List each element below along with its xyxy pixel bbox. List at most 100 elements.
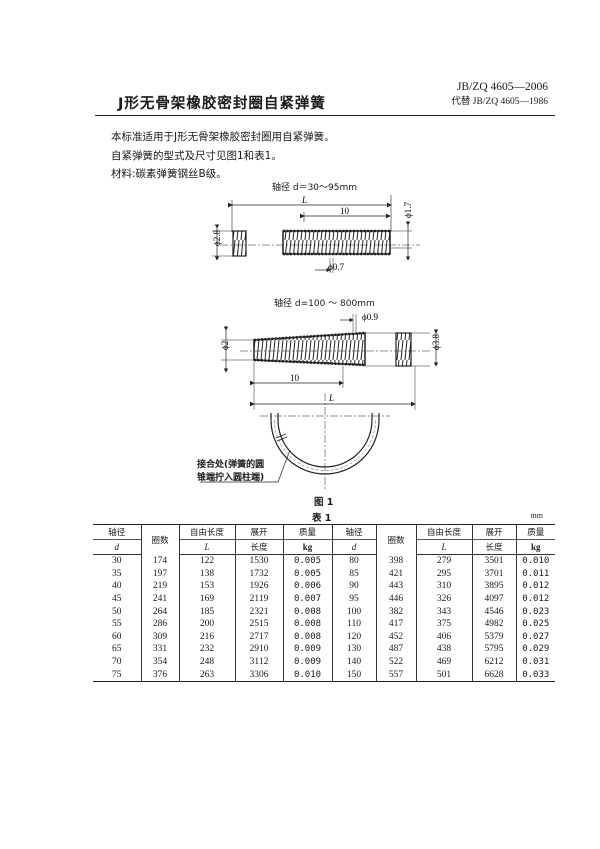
- table-cell: 343: [415, 605, 472, 618]
- table-cell: 0.031: [515, 655, 555, 669]
- table-cell: 382: [375, 605, 416, 618]
- header-mass-2: 质量: [515, 524, 555, 540]
- table-cell: 0.012: [515, 592, 555, 606]
- table-cell: 1926: [234, 580, 283, 593]
- table-cell: 6628: [471, 668, 516, 682]
- table-cell: 310: [415, 580, 472, 593]
- table-cell: 279: [415, 554, 472, 568]
- table-cell: 200: [178, 617, 235, 631]
- table-cell: 452: [375, 630, 416, 644]
- replaces-standard: 代替 JB/ZQ 4605—1986: [451, 97, 548, 107]
- table-cell: 216: [178, 630, 235, 644]
- table-subheader-row: d L 长度 kg d L 长度 kg: [93, 539, 555, 555]
- table-cell: 0.005: [282, 567, 332, 581]
- table-cell: 501: [415, 668, 472, 682]
- table-cell: 326: [415, 592, 472, 606]
- paragraph-scope: 本标准适用于J形无骨架橡胶密封圈用自紧弹簧。: [111, 131, 335, 143]
- table-cell: 354: [140, 655, 179, 669]
- table-cell: 0.025: [515, 617, 555, 631]
- table-cell: 2910: [234, 643, 283, 656]
- table-cell: 0.012: [515, 580, 555, 593]
- table-cell: 40: [112, 581, 122, 592]
- table-cell: 376: [140, 668, 179, 682]
- table-cell: 0.008: [282, 617, 332, 631]
- table-cell: 0.005: [282, 554, 332, 568]
- figure-label: 图 1: [314, 497, 334, 508]
- table-cell: 120: [331, 630, 376, 644]
- table-cell: 438: [415, 643, 472, 656]
- table-label: 表 1: [312, 513, 332, 524]
- table-cell: 0.008: [282, 605, 332, 618]
- table-cell: 110: [331, 617, 376, 631]
- table-cell: 65: [112, 644, 122, 655]
- table-cell: 331: [140, 643, 179, 656]
- svg-text:L: L: [301, 195, 307, 205]
- header-free-length-symbol-2: L: [415, 539, 472, 555]
- table-cell: 3501: [471, 554, 516, 568]
- header-free-length: 自由长度: [178, 524, 235, 540]
- table-cell: 85: [331, 567, 376, 581]
- table-cell: 197: [140, 567, 179, 581]
- svg-text:10: 10: [290, 373, 300, 383]
- table-cell: 0.011: [515, 567, 555, 581]
- svg-text:L: L: [328, 393, 334, 403]
- table-cell: 122: [178, 554, 235, 568]
- table-unit: mm: [530, 511, 543, 520]
- table-cell: 2321: [234, 605, 283, 618]
- header-mass: 质量: [282, 524, 332, 540]
- table-cell: 286: [140, 617, 179, 631]
- callout-line-1: 接合处(弹簧的圆: [197, 460, 265, 470]
- header-shaft-symbol-2: d: [331, 539, 376, 555]
- header-rule: [95, 115, 555, 116]
- top-spring-drawing: L 10 ϕ2.8 ϕ1.7 ϕ0.7: [212, 195, 420, 273]
- header-coils-2: 圈数: [375, 524, 416, 555]
- table-cell: 2515: [234, 617, 283, 631]
- table-cell: 90: [331, 580, 376, 593]
- table-cell: 398: [375, 554, 416, 568]
- paragraph-material: 材料:碳素弹簧钢丝B级。: [111, 168, 227, 180]
- table-cell: 5379: [471, 630, 516, 644]
- table-cell: 0.033: [515, 668, 555, 682]
- table-cell: 4546: [471, 605, 516, 618]
- paragraph-reference: 自紧弹簧的型式及尺寸见图1和表1。: [111, 150, 282, 162]
- table-cell: 2119: [234, 592, 283, 606]
- table-cell: 169: [178, 592, 235, 606]
- table-cell: 406: [415, 630, 472, 644]
- table-cell: 150: [331, 668, 376, 682]
- table-cell: 0.006: [282, 580, 332, 593]
- table-cell: 1530: [234, 554, 283, 568]
- table-cell: 443: [375, 580, 416, 593]
- svg-text:ϕ0.7: ϕ0.7: [328, 262, 344, 272]
- header-free-length-symbol: L: [178, 539, 235, 555]
- table-cell: 375: [415, 617, 472, 631]
- page-title: J形无骨架橡胶密封圈自紧弹簧: [118, 96, 326, 112]
- table-cell: 3306: [234, 668, 283, 682]
- table-cell: 55: [112, 619, 122, 630]
- figure-bottom-caption: 轴径 d=100 ～ 800mm: [274, 299, 375, 309]
- header-mass-unit-2: kg: [515, 539, 555, 555]
- table-cell: 174: [140, 554, 179, 568]
- header-unfolded-length-2: 展开: [471, 524, 516, 540]
- table-cell: 446: [375, 592, 416, 606]
- bottom-spring-drawing: ϕ0.9 ϕ2 ϕ3.8 10 L: [220, 312, 441, 410]
- table-cell: 4097: [471, 592, 516, 606]
- header-mass-unit: kg: [282, 539, 332, 555]
- table-cell: 263: [178, 668, 235, 682]
- table-cell: 100: [331, 605, 376, 618]
- table-cell: 417: [375, 617, 416, 631]
- header-unfolded-length: 展开: [234, 524, 283, 540]
- table-cell: 80: [331, 554, 376, 568]
- table-cell: 0.009: [282, 655, 332, 669]
- table-cell: 140: [331, 655, 376, 669]
- table-cell: 0.027: [515, 630, 555, 644]
- svg-text:ϕ3.8: ϕ3.8: [431, 334, 441, 350]
- table-cell: 130: [331, 643, 376, 656]
- table-cell: 6212: [471, 655, 516, 669]
